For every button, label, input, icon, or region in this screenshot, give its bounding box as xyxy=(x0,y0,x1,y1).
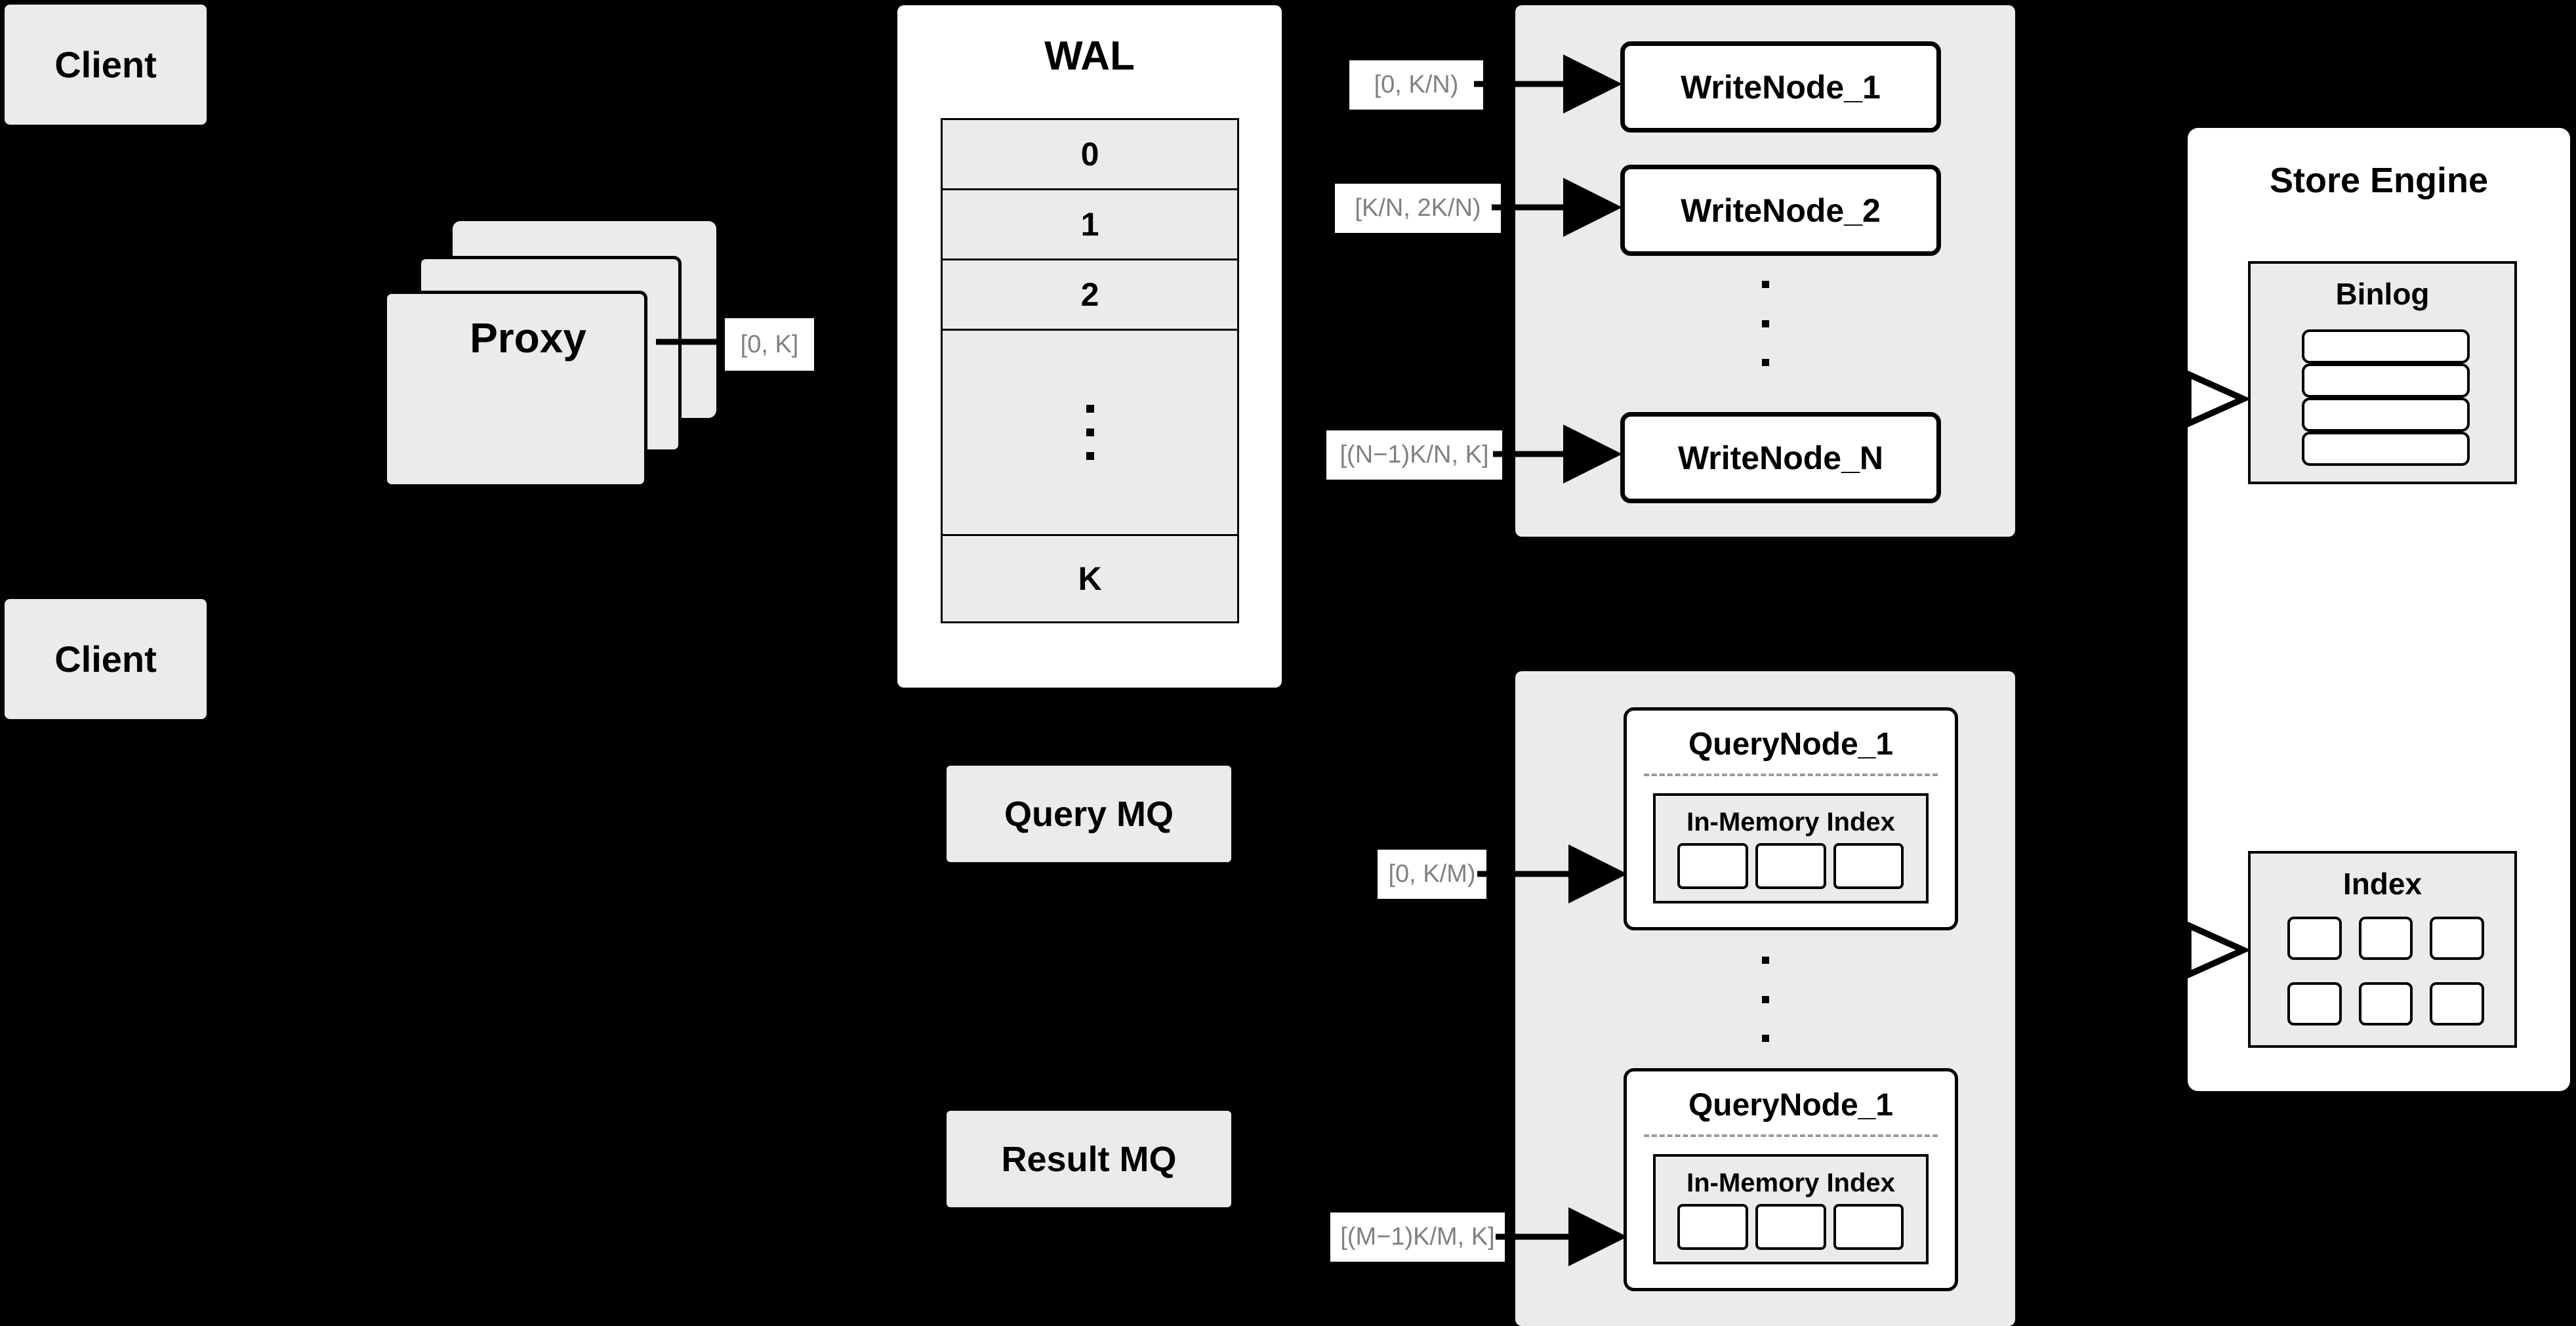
query-node-1[interactable]: QueryNode_1 In-Memory Index xyxy=(1624,707,1958,930)
query-node-m[interactable]: QueryNode_1 In-Memory Index xyxy=(1624,1068,1958,1291)
ellipsis-dot xyxy=(1761,281,1769,288)
write-node-2[interactable]: WriteNode_2 xyxy=(1620,165,1941,256)
store-engine-title: Store Engine xyxy=(2269,161,2489,200)
index-cell xyxy=(2287,982,2342,1026)
index-cell xyxy=(1677,1204,1749,1250)
index-cell xyxy=(2430,982,2484,1026)
ellipsis-dot xyxy=(1086,451,1094,460)
binlog-box: Binlog xyxy=(2248,261,2517,484)
proxy-label: Proxy xyxy=(470,314,586,362)
wal-row-ellipsis xyxy=(943,331,1237,537)
wal-row: 1 xyxy=(943,190,1237,260)
ellipsis-dot xyxy=(1086,404,1094,413)
in-memory-index-cells xyxy=(1674,843,1908,889)
write-node-ellipsis xyxy=(1761,281,1769,366)
ellipsis-dot xyxy=(1761,359,1769,366)
binlog-label: Binlog xyxy=(2335,277,2430,311)
query-range-label-1: [0, K/M) xyxy=(1378,850,1486,899)
ellipsis-dot xyxy=(1761,995,1769,1003)
index-cell xyxy=(2287,917,2342,960)
query-node-label: QueryNode_1 xyxy=(1688,726,1894,762)
result-mq-label: Result MQ xyxy=(1001,1139,1177,1179)
in-memory-index-1: In-Memory Index xyxy=(1653,793,1929,903)
index-cell xyxy=(2358,982,2413,1026)
index-cell xyxy=(1755,843,1826,889)
write-range-label-n: [(N−1)K/N, K] xyxy=(1326,430,1502,480)
query-node-ellipsis xyxy=(1761,957,1769,1042)
write-node-label: WriteNode_2 xyxy=(1681,192,1881,229)
wal-row: 0 xyxy=(943,120,1237,190)
ellipsis-dot xyxy=(1761,1035,1769,1042)
write-node-label: WriteNode_N xyxy=(1677,439,1883,476)
index-cell xyxy=(2358,917,2413,960)
index-box: Index xyxy=(2248,851,2517,1048)
wal-title: WAL xyxy=(1044,33,1135,79)
query-node-separator xyxy=(1644,774,1938,776)
query-mq-box[interactable]: Query MQ xyxy=(947,766,1231,862)
in-memory-index-cells xyxy=(1674,1204,1908,1250)
ellipsis-dot xyxy=(1761,957,1769,964)
index-label: Index xyxy=(2342,867,2423,901)
index-cell xyxy=(1755,1204,1826,1250)
index-cell xyxy=(1833,843,1904,889)
client-label: Client xyxy=(54,638,157,680)
index-cell xyxy=(1833,1204,1904,1250)
result-mq-box[interactable]: Result MQ xyxy=(947,1111,1231,1207)
in-memory-index-label: In-Memory Index xyxy=(1687,807,1895,837)
client-box-2[interactable]: Client xyxy=(5,599,207,719)
query-range-label-m: [(M−1)K/M, K] xyxy=(1330,1212,1505,1262)
query-node-panel: QueryNode_1 In-Memory Index QueryNode_1 … xyxy=(1515,671,2015,1326)
in-memory-index-label: In-Memory Index xyxy=(1687,1168,1895,1197)
binlog-row xyxy=(2302,329,2470,363)
write-node-label: WriteNode_1 xyxy=(1681,68,1881,106)
client-box-1[interactable]: Client xyxy=(5,5,207,125)
proxy-card-front xyxy=(384,291,647,487)
query-node-label: QueryNode_1 xyxy=(1688,1087,1894,1123)
query-node-separator xyxy=(1644,1134,1938,1137)
write-range-label-1: [0, K/N) xyxy=(1349,60,1483,110)
write-node-n[interactable]: WriteNode_N xyxy=(1620,412,1941,503)
wal-row: K xyxy=(1078,560,1102,598)
binlog-row xyxy=(2302,398,2470,432)
wal-table: 0 1 2 K xyxy=(941,118,1239,623)
binlog-row xyxy=(2302,432,2470,466)
client-label: Client xyxy=(54,44,157,85)
index-cell xyxy=(1677,843,1749,889)
binlog-rows xyxy=(2302,329,2470,466)
ellipsis-dot xyxy=(1761,320,1769,327)
index-grid xyxy=(2287,917,2484,1026)
wal-row: 2 xyxy=(943,260,1237,331)
binlog-row xyxy=(2302,363,2470,398)
ellipsis-dot xyxy=(1086,428,1094,436)
write-node-1[interactable]: WriteNode_1 xyxy=(1620,41,1941,133)
write-node-panel: WriteNode_1 WriteNode_2 WriteNode_N xyxy=(1515,5,2015,537)
proxy-range-label: [0, K] xyxy=(725,318,814,371)
in-memory-index-2: In-Memory Index xyxy=(1653,1154,1929,1264)
index-cell xyxy=(2430,917,2484,960)
query-mq-label: Query MQ xyxy=(1004,794,1174,834)
write-range-label-2: [K/N, 2K/N) xyxy=(1335,184,1501,233)
